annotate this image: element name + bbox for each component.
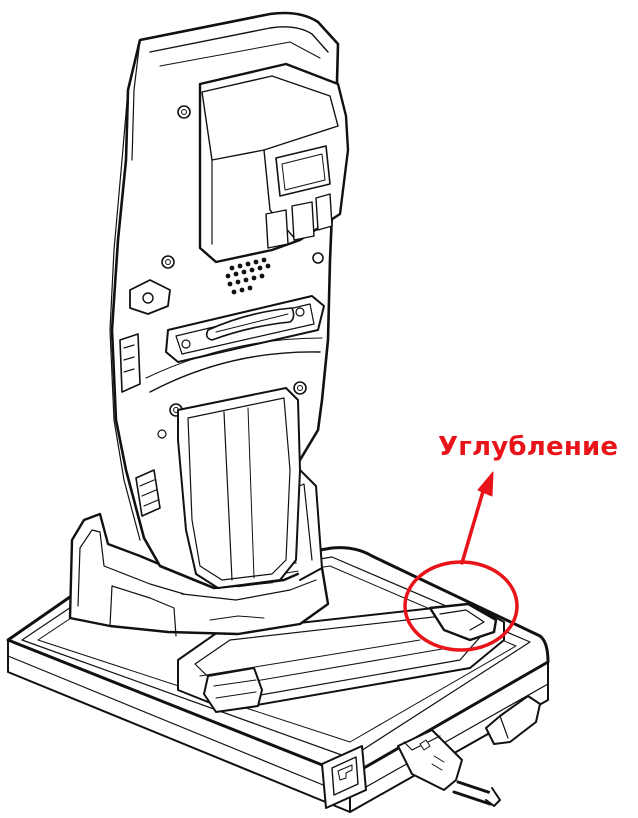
callout-arrow-line (460, 486, 486, 565)
usb-cable (397, 729, 501, 807)
base-knob (485, 695, 541, 745)
recess (428, 602, 498, 642)
speaker-grille (225, 257, 271, 295)
callout-label: Углубление (438, 432, 619, 462)
callout-arrowhead (477, 471, 494, 497)
lan-port (321, 745, 367, 809)
callout-annotation (403, 471, 519, 652)
handheld-device (109, 11, 350, 590)
